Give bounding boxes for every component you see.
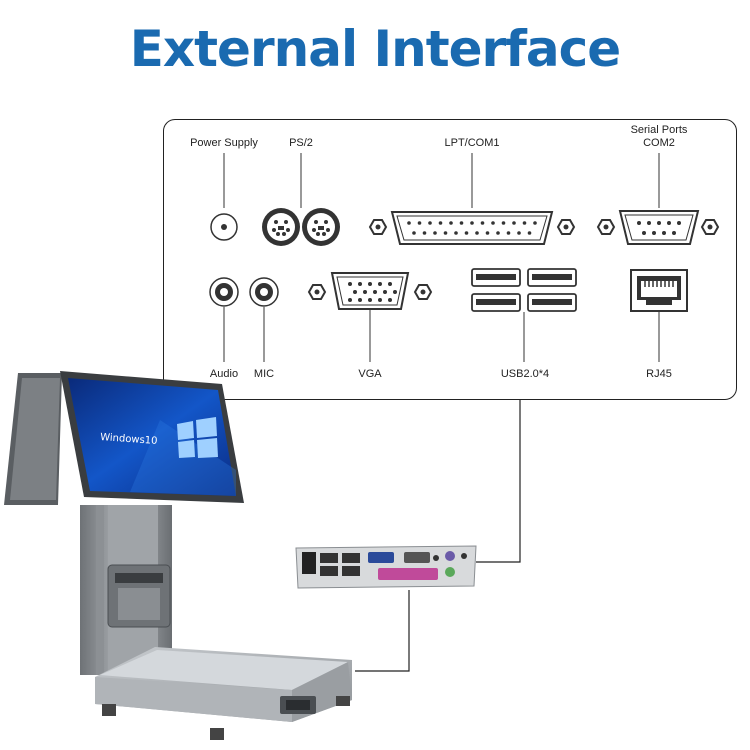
pos-scale-illustration: Windows10 <box>4 371 352 740</box>
mic-icon <box>249 277 279 307</box>
screen-os-label: Windows10 <box>100 432 158 447</box>
label-rj45: RJ45 <box>646 368 672 380</box>
label-mic: MIC <box>253 368 275 380</box>
lpt-com1-icon <box>368 211 576 245</box>
leader-lines <box>223 153 660 362</box>
vga-icon <box>307 272 433 310</box>
windows-logo-icon <box>177 417 218 458</box>
label-serial-ports: Serial Ports <box>630 124 688 136</box>
page-title: External Interface <box>129 20 621 78</box>
audio-icon <box>209 277 239 307</box>
usb-icon <box>471 268 577 312</box>
label-usb: USB2.0*4 <box>500 368 550 380</box>
connector-lines <box>355 400 521 672</box>
rj45-icon <box>630 269 688 312</box>
label-lpt-com1: LPT/COM1 <box>444 137 500 149</box>
rear-io-board-illustration <box>295 545 477 589</box>
label-vga: VGA <box>358 368 382 380</box>
label-audio: Audio <box>209 368 239 380</box>
ps2-icon <box>262 208 340 246</box>
com2-icon <box>596 210 720 245</box>
label-ps2: PS/2 <box>289 137 313 149</box>
interface-panel <box>163 119 737 400</box>
label-com2: COM2 <box>643 137 675 149</box>
power-supply-icon <box>210 213 238 241</box>
label-power-supply: Power Supply <box>190 137 258 149</box>
